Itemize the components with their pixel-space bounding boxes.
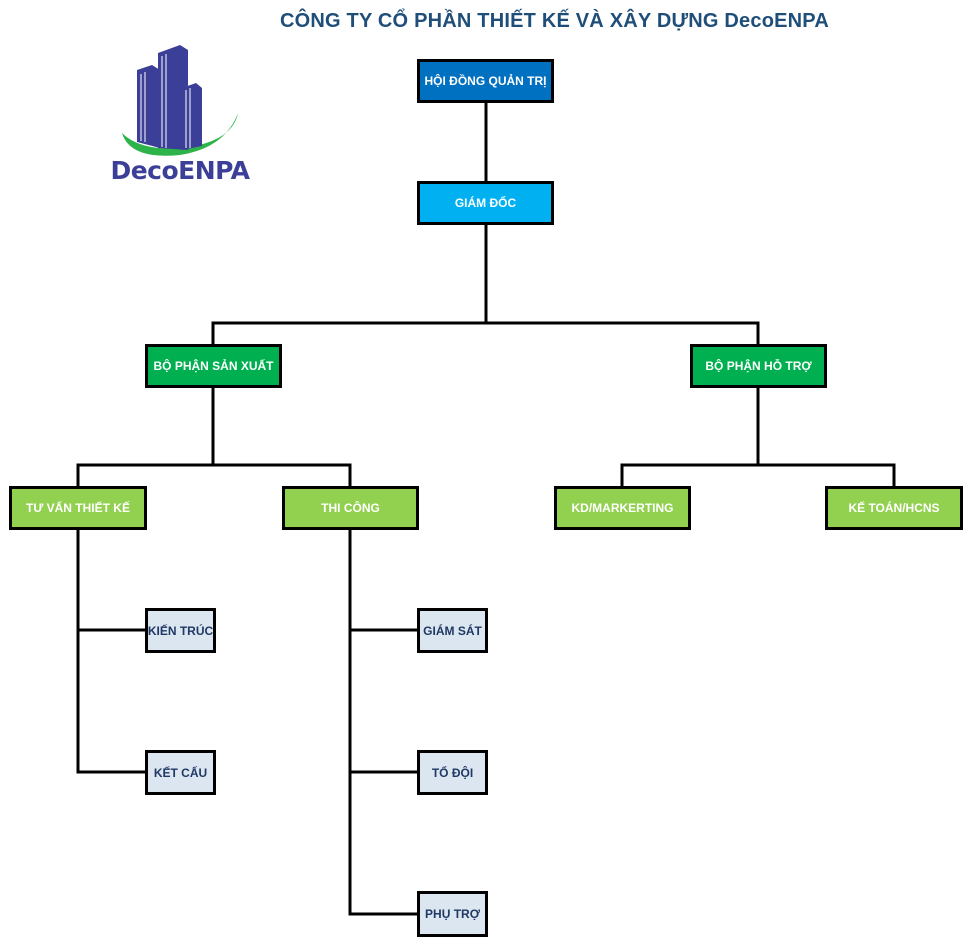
node-design-consulting[interactable]: TƯ VẤN THIẾT KẾ: [9, 486, 147, 530]
node-supervision[interactable]: GIÁM SÁT: [417, 608, 488, 653]
node-auxiliary-label: PHỤ TRỢ: [425, 907, 480, 921]
node-board[interactable]: HỘI ĐỒNG QUẢN TRỊ: [417, 59, 554, 103]
node-production-department[interactable]: BỘ PHẬN SẢN XUẤT: [145, 344, 282, 388]
node-accounting-hr[interactable]: KẾ TOÁN/HCNS: [825, 486, 963, 530]
buildings-logo-icon: [122, 45, 238, 156]
node-marketing[interactable]: KD/MARKERTING: [554, 486, 691, 530]
connector-design-teams: [76, 529, 146, 774]
node-structure[interactable]: KẾT CẤU: [145, 750, 216, 795]
node-director[interactable]: GIÁM ĐỐC: [417, 181, 554, 225]
connector-construction-teams: [348, 529, 418, 916]
node-auxiliary[interactable]: PHỤ TRỢ: [417, 891, 488, 937]
connector-production-units: [76, 463, 352, 487]
node-construction-label: THI CÔNG: [321, 501, 380, 515]
node-construction[interactable]: THI CÔNG: [282, 486, 419, 530]
node-architecture-label: KIẾN TRÚC: [147, 623, 214, 638]
logo-text: DecoENPA: [110, 156, 250, 185]
node-crew[interactable]: TỔ ĐỘI: [417, 750, 488, 795]
node-director-label: GIÁM ĐỐC: [454, 196, 517, 210]
company-logo: DecoENPA: [100, 38, 260, 190]
node-structure-label: KẾT CẤU: [153, 765, 208, 780]
node-production-department-label: BỘ PHẬN SẢN XUẤT: [153, 359, 274, 373]
node-design-consulting-label: TƯ VẤN THIẾT KẾ: [26, 501, 130, 515]
node-supervision-label: GIÁM SÁT: [423, 623, 482, 638]
company-title: CÔNG TY CỔ PHẦN THIẾT KẾ VÀ XÂY DỰNG Dec…: [280, 10, 829, 32]
node-support-department[interactable]: BỘ PHẬN HỖ TRỢ: [690, 344, 827, 388]
node-accounting-hr-label: KẾ TOÁN/HCNS: [848, 501, 940, 515]
node-board-label: HỘI ĐỒNG QUẢN TRỊ: [424, 74, 547, 88]
connector-support-units: [620, 463, 896, 487]
connector-departments-bar: [211, 321, 760, 345]
node-support-department-label: BỘ PHẬN HỖ TRỢ: [705, 359, 812, 373]
node-marketing-label: KD/MARKERTING: [571, 501, 674, 515]
node-architecture[interactable]: KIẾN TRÚC: [145, 608, 216, 653]
node-crew-label: TỔ ĐỘI: [431, 765, 474, 780]
